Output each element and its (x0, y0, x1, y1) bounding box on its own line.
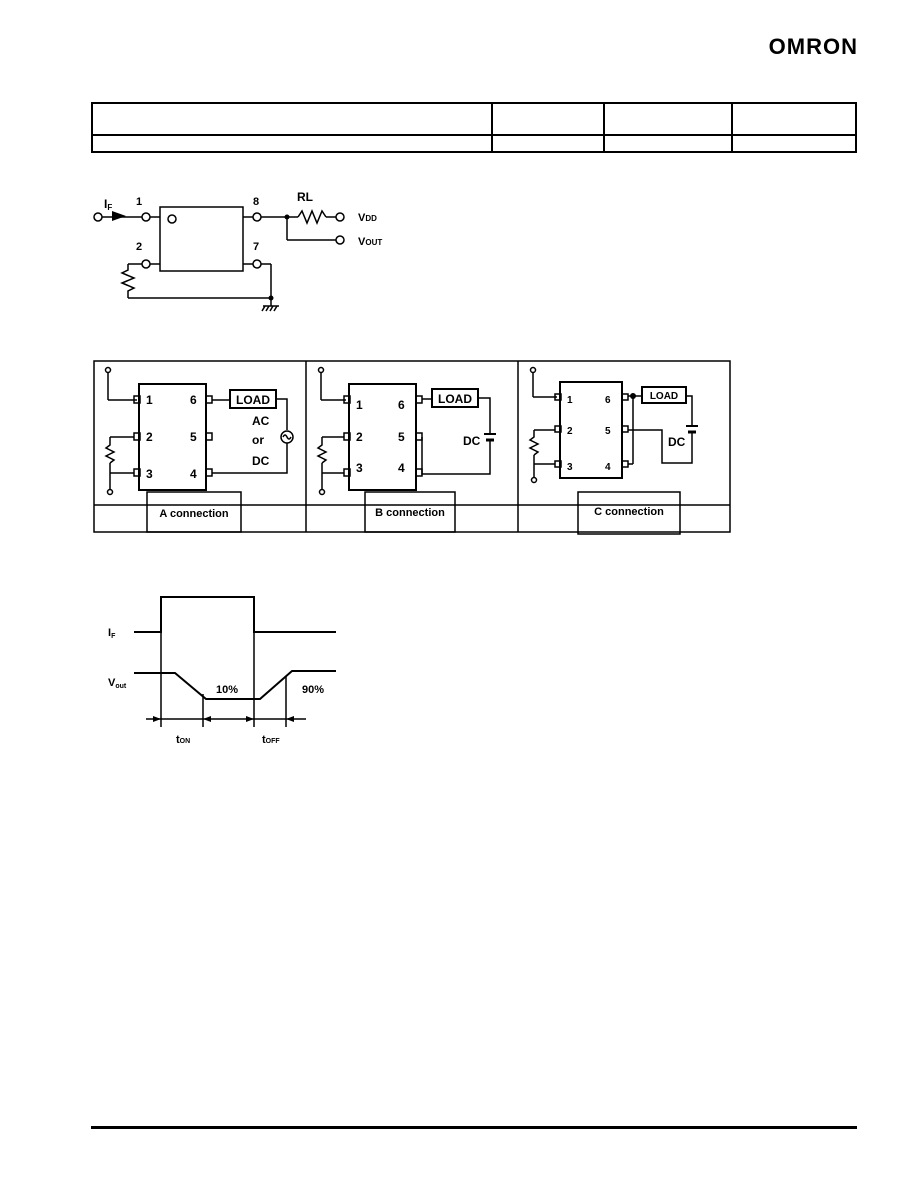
table-cell (731, 134, 857, 153)
pin-label: 4 (605, 462, 611, 473)
pin-label: 2 (567, 426, 573, 437)
footer-rule (91, 1126, 857, 1129)
pin-7-label: 7 (253, 241, 259, 253)
pin-label: 3 (567, 462, 573, 473)
resistor-icon (316, 437, 328, 464)
caption-box (577, 491, 681, 535)
pin-label: 5 (605, 426, 611, 437)
pin-label: 4 (398, 461, 405, 475)
pin-label: 1 (356, 398, 363, 412)
pin-label: 3 (146, 467, 153, 481)
load-label: LOAD (236, 393, 270, 407)
pin-2-label: 2 (136, 241, 142, 253)
caption-c: C connection (594, 506, 664, 518)
pin1-marker-icon (167, 214, 177, 224)
pin-label: 5 (398, 430, 405, 444)
panel-b: 1 2 3 6 5 4 LOAD DC B connection (316, 366, 496, 533)
dc-label: DC (252, 454, 270, 468)
test-circuit-diagram: IF 1 2 8 RL VDD VOUT 7 (93, 190, 382, 312)
table-cell (603, 102, 733, 136)
panel-c: 1 2 3 6 5 4 LOAD DC C connection (528, 366, 698, 535)
table-cell (491, 134, 605, 153)
pin-8-label: 8 (253, 196, 259, 208)
vdd-label: VDD (358, 212, 377, 224)
table-cell (731, 102, 857, 136)
caption-a: A connection (159, 508, 229, 520)
table-cell (91, 134, 493, 153)
vout-waveform (134, 670, 336, 700)
resistor-icon (104, 437, 116, 464)
pin-label: 6 (605, 395, 611, 406)
caption-b: B connection (375, 507, 445, 519)
resistor-icon (120, 264, 136, 298)
pin-label: 6 (398, 398, 405, 412)
ac-label: AC (252, 414, 270, 428)
pin-label: 3 (356, 461, 363, 475)
timing-diagram: IF Vout 10% 90% tON tOFF (108, 596, 336, 746)
pin-label: 1 (146, 393, 153, 407)
rl-resistor-icon (297, 209, 327, 225)
rl-label: RL (297, 190, 313, 204)
ground-icon (261, 305, 279, 312)
dc-label: DC (668, 435, 686, 449)
spec-table (91, 102, 857, 153)
vout-label: Vout (108, 677, 127, 690)
pct90-label: 90% (302, 684, 324, 696)
vout-label: VOUT (358, 236, 382, 248)
load-box (641, 386, 687, 404)
if-arrow-icon (112, 211, 126, 221)
pin-label: 6 (190, 393, 197, 407)
pin-label: 4 (190, 467, 197, 481)
pct10-label: 10% (216, 684, 238, 696)
if-waveform (134, 596, 336, 633)
connection-diagrams: 1 2 3 6 5 4 LOAD AC or DC A connection (93, 360, 731, 535)
table-cell (491, 102, 605, 136)
resistor-icon (528, 430, 540, 456)
if-label: IF (104, 197, 112, 212)
omron-logo: OMRON (768, 34, 858, 59)
ton-label: tON (176, 734, 190, 746)
pin-1-label: 1 (136, 196, 142, 208)
if-label: IF (108, 627, 116, 640)
caption-box (364, 491, 456, 533)
table-cell (91, 102, 493, 136)
pin-label: 2 (356, 430, 363, 444)
table-cell (603, 134, 733, 153)
load-label: LOAD (650, 391, 678, 402)
toff-label: tOFF (262, 734, 280, 746)
caption-box (146, 491, 242, 533)
pin-label: 5 (190, 430, 197, 444)
table-row (91, 134, 857, 153)
panel-a: 1 2 3 6 5 4 LOAD AC or DC A connection (104, 366, 294, 533)
or-label: or (252, 433, 264, 447)
load-label: LOAD (438, 392, 472, 406)
table-row (91, 102, 857, 136)
pin-label: 2 (146, 430, 153, 444)
ic-box (159, 206, 244, 272)
pin-label: 1 (567, 395, 573, 406)
dc-label: DC (463, 434, 481, 448)
